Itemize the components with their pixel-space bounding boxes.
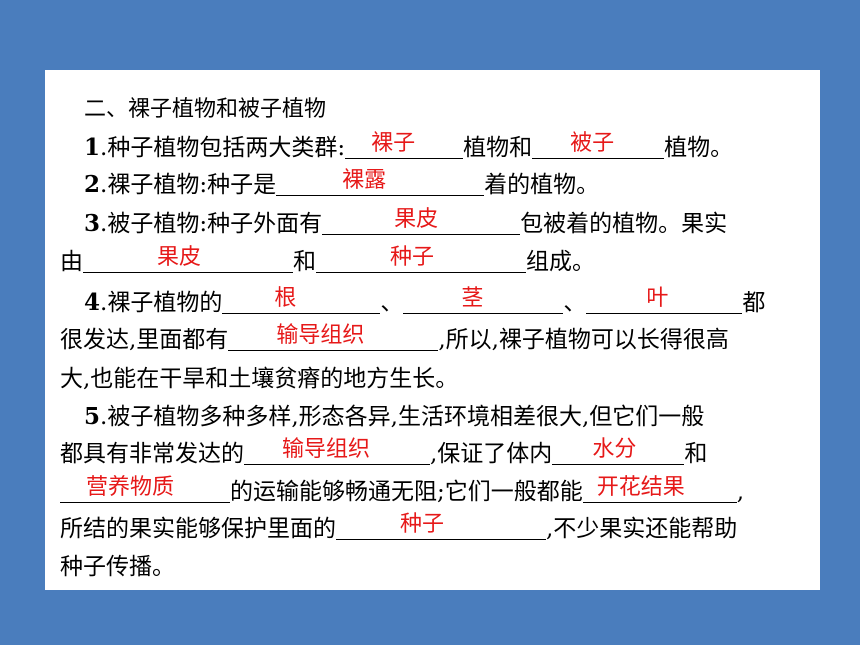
- answer-text: 叶: [646, 286, 669, 311]
- question-text: 的运输能够畅通无阻;它们一般都能: [230, 479, 583, 505]
- answer-text: 果皮: [157, 245, 202, 270]
- answer-blank: 裸露: [276, 168, 485, 196]
- question-text: 大,也能在干旱和土壤贫瘠的地方生长。: [60, 366, 459, 392]
- answer-blank: 果皮: [322, 207, 521, 235]
- question-text: .裸子植物的: [100, 290, 223, 316]
- answer-text: 营养物质: [86, 475, 175, 500]
- question-4-line-3: 大,也能在干旱和土壤贫瘠的地方生长。: [60, 362, 458, 396]
- question-text: 都: [742, 290, 766, 316]
- question-text: 种子传播。: [60, 554, 175, 580]
- answer-text: 茎: [461, 286, 484, 311]
- answer-text: 被子: [570, 131, 615, 156]
- question-number: 3: [84, 210, 101, 237]
- question-text: 都具有非常发达的: [60, 441, 244, 467]
- question-text: 着的植物。: [484, 172, 600, 198]
- question-text: 很发达,里面都有: [60, 327, 229, 353]
- answer-text: 果皮: [394, 207, 439, 232]
- answer-text: 种子: [400, 512, 445, 537]
- answer-blank: 输导组织: [228, 323, 439, 351]
- question-text: .被子植物多种多样,形态各异,生活环境相差很大,但它们一般: [100, 404, 705, 430]
- answer-blank: 果皮: [83, 245, 293, 273]
- answer-blank: 种子: [316, 245, 526, 273]
- question-text: 组成。: [526, 249, 595, 275]
- answer-blank: 根: [222, 286, 381, 314]
- answer-text: 根: [274, 286, 297, 311]
- question-number: 2: [84, 171, 101, 198]
- question-text: ,: [736, 479, 745, 505]
- content-panel: [45, 70, 820, 590]
- question-1: 1.种子植物包括两大类群: 裸子 植物和 被子 植物。: [84, 131, 733, 165]
- question-text: .裸子植物:种子是: [100, 172, 277, 198]
- question-5: 5.被子植物多种多样,形态各异,生活环境相差很大,但它们一般: [84, 400, 704, 434]
- answer-text: 种子: [390, 245, 435, 270]
- question-3: 3.被子植物:种子外面有 果皮 包被着的植物。果实: [84, 207, 727, 241]
- question-4: 4.裸子植物的 根 、 茎 、 叶 都: [84, 286, 765, 320]
- question-number: 4: [84, 289, 101, 316]
- answer-blank: 输导组织: [244, 437, 430, 465]
- section-title: 二、裸子植物和被子植物: [84, 97, 327, 122]
- question-text: 、: [563, 290, 587, 316]
- question-5-line-5: 种子传播。: [60, 550, 175, 584]
- answer-blank: 叶: [586, 286, 743, 314]
- question-text: ,所以,裸子植物可以长得很高: [438, 327, 729, 353]
- question-number: 5: [84, 403, 101, 430]
- question-text: 、: [380, 290, 404, 316]
- question-5-line-4: 所结的果实能够保护里面的 种子 ,不少果实还能帮助: [60, 512, 737, 546]
- question-text: .种子植物包括两大类群:: [100, 135, 346, 161]
- answer-blank: 种子: [336, 512, 546, 540]
- question-2: 2.裸子植物:种子是 裸露 着的植物。: [84, 168, 599, 202]
- question-text: 植物和: [463, 135, 533, 161]
- question-text: 和: [293, 249, 316, 275]
- question-text: 包被着的植物。果实: [520, 211, 728, 237]
- question-number: 1: [84, 134, 101, 161]
- answer-text: 裸子: [371, 131, 416, 156]
- question-text: 植物。: [664, 135, 734, 161]
- answer-text: 裸露: [342, 168, 387, 193]
- question-text: 所结的果实能够保护里面的: [60, 516, 336, 542]
- question-5-line-2: 都具有非常发达的 输导组织 ,保证了体内 水分 和: [60, 437, 707, 471]
- answer-blank: 裸子: [345, 131, 464, 159]
- answer-blank: 水分: [552, 437, 685, 465]
- answer-text: 水分: [592, 437, 637, 462]
- answer-text: 开花结果: [596, 475, 685, 500]
- question-5-line-3: 营养物质 的运输能够畅通无阻;它们一般都能开花结果,: [60, 475, 744, 509]
- question-4-line-2: 很发达,里面都有 输导组织 ,所以,裸子植物可以长得很高: [60, 323, 729, 357]
- question-text: ,保证了体内: [430, 441, 553, 467]
- answer-blank: 营养物质: [60, 475, 230, 503]
- answer-blank: 开花结果: [582, 475, 737, 503]
- question-text: 由: [60, 249, 83, 275]
- answer-blank: 被子: [532, 131, 665, 159]
- answer-text: 输导组织: [282, 437, 371, 462]
- question-text: 和: [684, 441, 708, 467]
- question-3-line-2: 由 果皮 和 种子 组成。: [60, 245, 595, 279]
- question-text: .被子植物:种子外面有: [100, 211, 323, 237]
- answer-blank: 茎: [403, 286, 564, 314]
- answer-text: 输导组织: [276, 323, 365, 348]
- question-text: ,不少果实还能帮助: [546, 516, 738, 542]
